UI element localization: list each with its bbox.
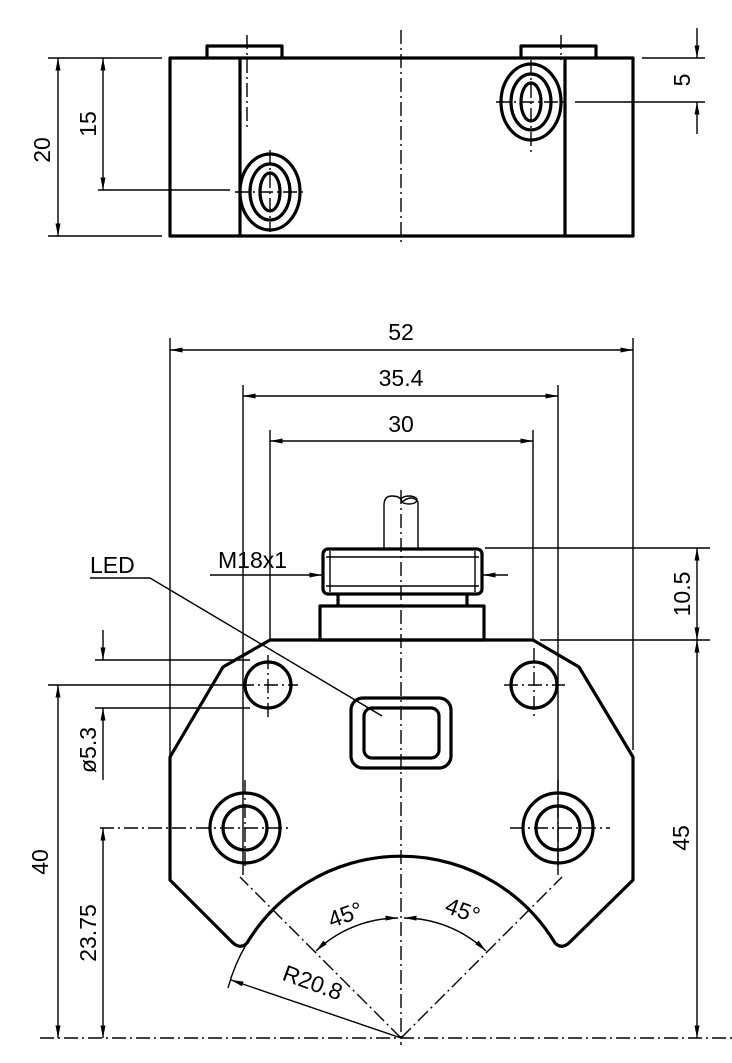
dim-lower-hole-height: 23.75 xyxy=(75,904,101,962)
hole-large-right xyxy=(510,780,610,870)
dim-top-tab-offset: 5 xyxy=(669,74,695,87)
led-window xyxy=(349,696,453,770)
top-hole-left xyxy=(235,150,305,232)
hole-small-right xyxy=(504,648,565,720)
hole-large-left xyxy=(100,780,290,870)
led-label: LED xyxy=(90,552,135,578)
front-view: LED 52 35.4 30 M18x1 10.5 45 40 23.75 ø5… xyxy=(27,319,732,1045)
dim-thread: M18x1 xyxy=(218,547,287,573)
top-view: 20 15 5 xyxy=(29,28,705,245)
top-hole-right xyxy=(496,60,566,155)
dim-angle-right: 45° xyxy=(442,892,484,928)
dim-hole-spacing-inner: 30 xyxy=(388,411,414,437)
dim-overall-width: 52 xyxy=(388,319,414,345)
dim-top-hole-offset-label: 15 xyxy=(75,111,101,137)
dim-hole-height: 40 xyxy=(27,849,53,875)
dim-angle-left: 45° xyxy=(324,896,366,932)
dim-top-height: 20 xyxy=(29,137,55,163)
dim-hole-spacing-outer: 35.4 xyxy=(379,365,424,391)
dim-body-height: 45 xyxy=(668,825,694,851)
body-outline xyxy=(168,638,635,948)
dim-radius: R20.8 xyxy=(279,960,346,1005)
dim-connector-height: 10.5 xyxy=(669,572,695,617)
dim-hole-diameter: ø5.3 xyxy=(75,727,101,773)
hole-small-left xyxy=(240,655,298,720)
